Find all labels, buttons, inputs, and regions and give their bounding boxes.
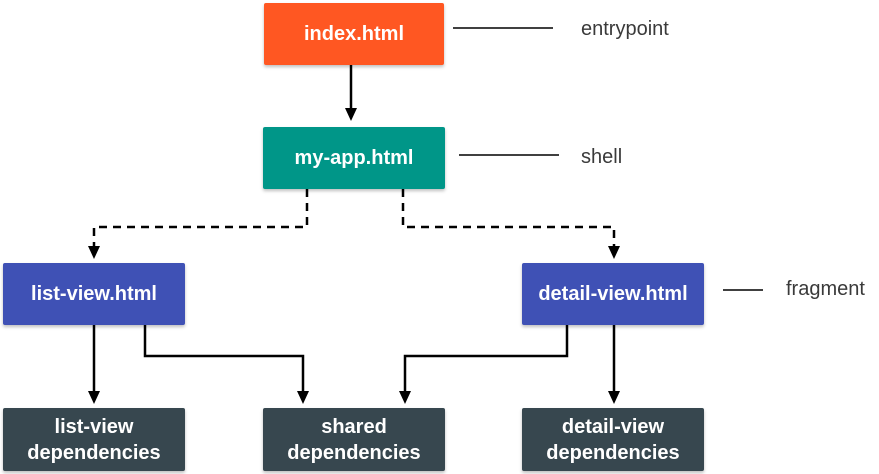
node-list-view-html: list-view.html (3, 263, 185, 325)
dashed-arrow-my-app-to-list-view (88, 189, 309, 259)
arrow-list-view-to-list-view-deps (88, 325, 100, 404)
node-detail-view-dependencies-line2: dependencies (546, 441, 680, 464)
node-index-html: index.html (264, 3, 444, 65)
node-my-app-html: my-app.html (263, 127, 445, 189)
arrow-list-view-to-shared-deps (143, 325, 309, 404)
node-my-app-html-label: my-app.html (294, 147, 414, 169)
node-detail-view-dependencies-line1: detail-view (561, 415, 665, 438)
node-list-view-dependencies: list-view dependencies (3, 408, 185, 471)
legend-label-entrypoint: entrypoint (581, 18, 669, 40)
arrow-detail-view-to-detail-view-deps (608, 325, 620, 404)
node-list-view-dependencies-line1: list-view (54, 415, 134, 438)
legend-label-shell: shell (581, 146, 623, 168)
node-detail-view-html: detail-view.html (522, 263, 704, 325)
node-shared-dependencies-line2: dependencies (287, 441, 421, 464)
node-detail-view-dependencies: detail-view dependencies (522, 408, 704, 471)
node-shared-dependencies: shared dependencies (263, 408, 445, 471)
arrow-index-to-my-app (345, 65, 357, 121)
legend-label-fragment: fragment (786, 278, 865, 300)
node-list-view-html-label: list-view.html (31, 283, 157, 305)
node-shared-dependencies-line1: shared (321, 415, 387, 438)
node-list-view-dependencies-line2: dependencies (27, 441, 161, 464)
node-detail-view-html-label: detail-view.html (538, 283, 688, 305)
dashed-arrow-my-app-to-detail-view (401, 189, 620, 259)
arrow-detail-view-to-shared-deps (399, 325, 569, 404)
node-index-html-label: index.html (303, 23, 404, 45)
